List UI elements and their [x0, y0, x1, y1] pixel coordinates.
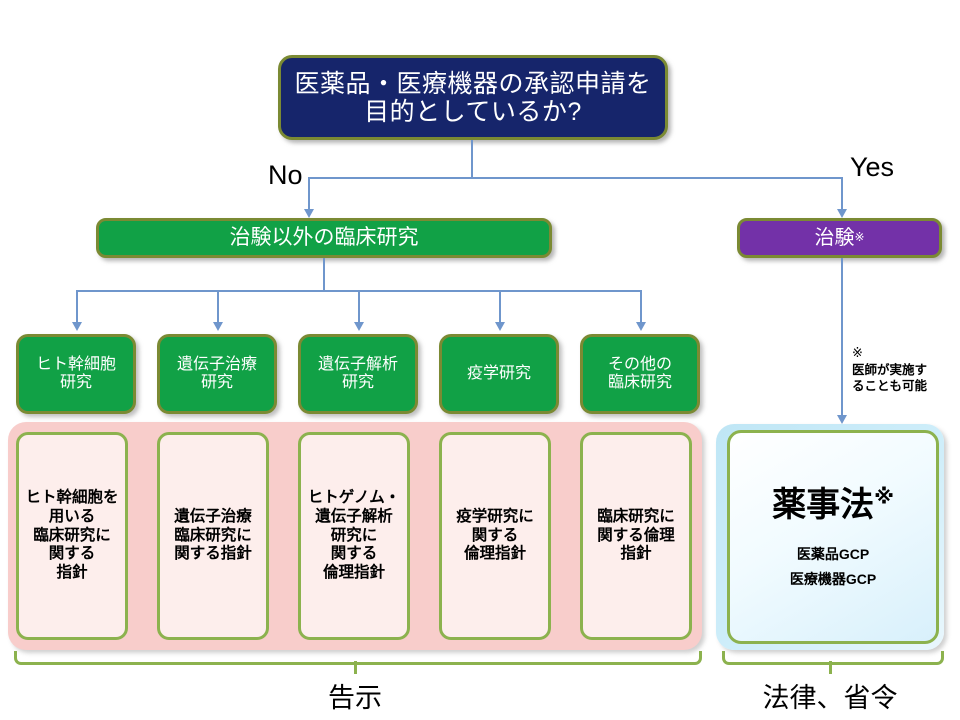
category-1-line-2: 研究 — [59, 374, 92, 391]
branch-label-yes: Yes — [850, 152, 895, 182]
guideline-1-line-3: 臨床研究に — [33, 526, 111, 544]
connector-cat-2 — [217, 290, 219, 326]
guideline-3-line-2: 遺伝子解析 — [315, 507, 393, 525]
brace-label-law: 法律、省令 — [762, 683, 898, 713]
brace-stem-law — [829, 661, 832, 674]
category-2-line-2: 研究 — [200, 374, 233, 391]
guideline-box-stem-cell[interactable]: ヒト幹細胞を 用いる 臨床研究に 関する 指針 — [16, 432, 128, 640]
connector-fanout-stem — [323, 258, 325, 291]
arrowhead-cat-1 — [72, 322, 82, 331]
note-physician-可能: ※ 医師が実施す ることも可能 — [852, 345, 952, 394]
guideline-box-human-genome[interactable]: ヒトゲノム・ 遺伝子解析 研究に 関する 倫理指針 — [298, 432, 410, 640]
guideline-2-line-1: 遺伝子治療 — [174, 507, 252, 525]
law-title-row: 薬事法※ — [772, 486, 894, 524]
brace-law — [722, 651, 944, 665]
guideline-box-gene-therapy[interactable]: 遺伝子治療 臨床研究に 関する指針 — [157, 432, 269, 640]
guideline-box-clinical-research-ethics[interactable]: 臨床研究に 関する倫理 指針 — [580, 432, 692, 640]
guideline-3-line-5: 倫理指針 — [322, 564, 385, 582]
green-bar-label: 治験以外の臨床研究 — [229, 226, 419, 250]
decision-line-1: 医薬品・医療機器の承認申請を — [294, 69, 652, 98]
guideline-3-line-3: 研究に — [330, 526, 378, 544]
decision-line-2: 目的としているか? — [364, 97, 582, 126]
connector-chiken-to-law — [841, 258, 843, 419]
connector-split-horizontal — [308, 177, 843, 179]
guideline-1-line-4: 関する — [48, 545, 96, 563]
connector-no-down — [308, 177, 310, 213]
category-box-stem-cell-research[interactable]: ヒト幹細胞 研究 — [16, 334, 136, 414]
guideline-1-line-5: 指針 — [56, 564, 88, 582]
arrowhead-cat-2 — [213, 322, 223, 331]
guideline-3-line-4: 関する — [330, 545, 378, 563]
connector-yes-down — [841, 177, 843, 213]
category-box-gene-therapy-research[interactable]: 遺伝子治療 研究 — [157, 334, 277, 414]
brace-label-notification: 告示 — [328, 683, 382, 713]
guideline-5-line-3: 指針 — [620, 545, 652, 563]
law-sub-device-gcp: 医療機器GCP — [789, 571, 877, 588]
law-sub-drug-gcp: 医薬品GCP — [796, 546, 870, 563]
note-mark-icon: ※ — [852, 345, 863, 360]
brace-notification — [14, 651, 702, 665]
arrowhead-yes — [837, 209, 847, 218]
category-5-line-1: その他の — [607, 356, 672, 374]
law-title-text: 薬事法 — [772, 486, 875, 525]
guideline-4-line-1: 疫学研究に — [456, 507, 534, 525]
law-title-mark: ※ — [874, 486, 894, 509]
category-3-line-2: 研究 — [341, 374, 374, 391]
node-chiken[interactable]: 治験※ — [737, 218, 942, 258]
category-box-gene-analysis-research[interactable]: 遺伝子解析 研究 — [298, 334, 418, 414]
connector-decision-down — [471, 140, 473, 178]
arrowhead-cat-5 — [636, 322, 646, 331]
arrowhead-cat-4 — [495, 322, 505, 331]
guideline-box-epidemiology[interactable]: 疫学研究に 関する 倫理指針 — [439, 432, 551, 640]
guideline-1-line-2: 用いる — [48, 507, 96, 525]
category-box-epidemiological-research[interactable]: 疫学研究 — [439, 334, 559, 414]
purple-bar-mark: ※ — [854, 230, 865, 245]
guideline-2-line-3: 関する指針 — [174, 545, 252, 563]
guideline-1-line-1: ヒト幹細胞を — [25, 488, 119, 506]
category-4-line-1: 疫学研究 — [466, 365, 531, 383]
note-line-2: ることも可能 — [852, 378, 928, 393]
brace-stem-notification — [354, 661, 357, 674]
purple-bar-label: 治験 — [814, 226, 855, 249]
arrowhead-no — [304, 209, 314, 218]
guideline-5-line-2: 関する倫理 — [597, 526, 675, 544]
category-3-line-1: 遺伝子解析 — [317, 356, 398, 374]
guideline-3-line-1: ヒトゲノム・ — [307, 488, 401, 506]
law-box-pharmaceutical-affairs-act[interactable]: 薬事法※ 医薬品GCP 医療機器GCP — [727, 430, 939, 644]
node-non-chiken-clinical-research[interactable]: 治験以外の臨床研究 — [96, 218, 552, 258]
guideline-2-line-2: 臨床研究に — [174, 526, 252, 544]
category-2-line-1: 遺伝子治療 — [176, 356, 257, 374]
guideline-5-line-1: 臨床研究に — [597, 507, 675, 525]
connector-cat-3 — [358, 290, 360, 326]
guideline-4-line-2: 関する — [471, 526, 519, 544]
arrowhead-law — [837, 415, 847, 424]
category-1-line-1: ヒト幹細胞 — [35, 356, 116, 374]
connector-cat-1 — [76, 290, 78, 326]
decision-node-approval-application[interactable]: 医薬品・医療機器の承認申請を 目的としているか? — [278, 55, 668, 140]
arrowhead-cat-3 — [354, 322, 364, 331]
branch-label-no: No — [268, 160, 303, 190]
category-5-line-2: 臨床研究 — [607, 374, 672, 391]
guideline-4-line-3: 倫理指針 — [463, 545, 526, 563]
note-line-1: 医師が実施す — [852, 362, 928, 377]
category-box-other-clinical-research[interactable]: その他の 臨床研究 — [580, 334, 700, 414]
connector-cat-4 — [499, 290, 501, 326]
connector-cat-5 — [640, 290, 642, 326]
